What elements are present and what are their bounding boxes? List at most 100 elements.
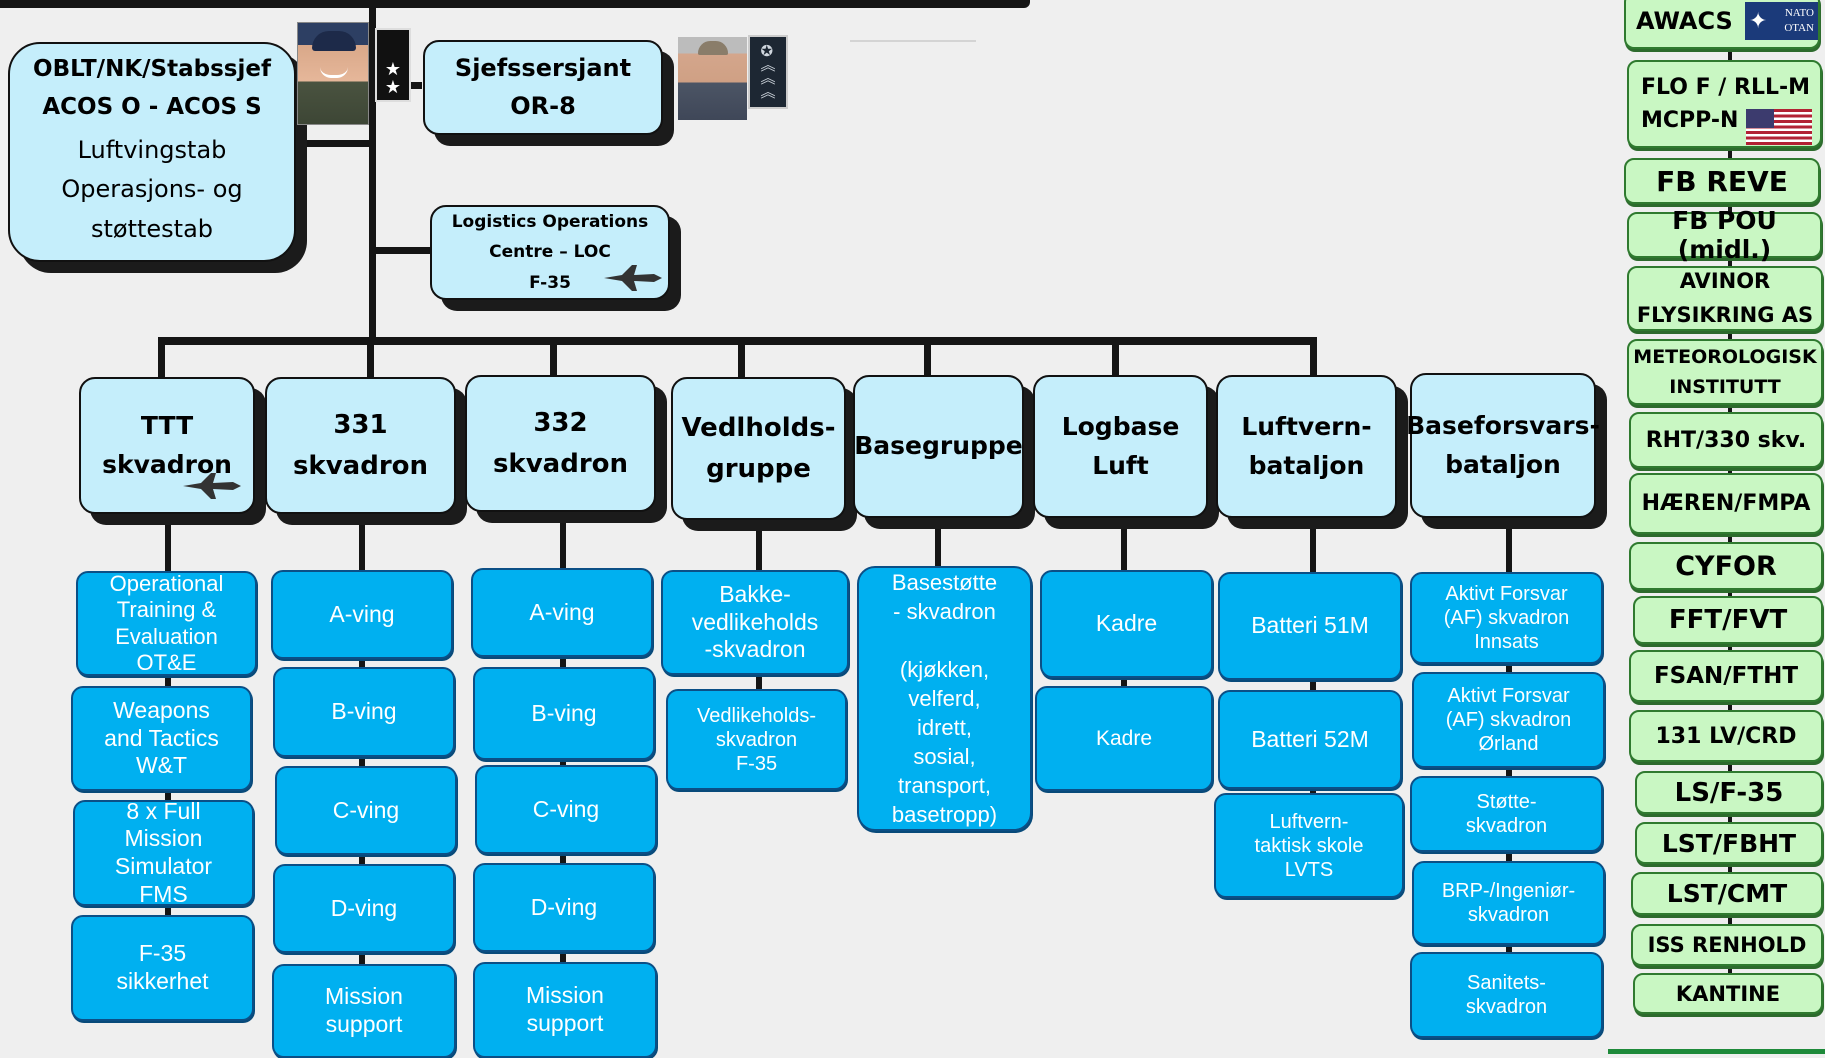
unit-box[interactable]: C-ving (475, 765, 657, 854)
unit-box[interactable]: D-ving (273, 864, 455, 953)
unit-label: Operational Training & Evaluation OT&E (109, 571, 224, 675)
unit-box[interactable]: A-ving (271, 570, 453, 659)
top-bar (0, 0, 1030, 8)
unit-box[interactable]: BRP-/Ingeniør- skvadron (1412, 861, 1605, 945)
unit-box[interactable]: Luftvern- taktisk skole LVTS (1214, 793, 1404, 898)
squadron-basegruppe[interactable]: Basegruppe (853, 375, 1024, 518)
unit-box[interactable]: A-ving (471, 568, 653, 657)
sidebar-item[interactable]: FFT/FVT (1633, 596, 1823, 644)
officer-photo (297, 22, 369, 125)
unit-box[interactable]: B-ving (473, 667, 655, 760)
sidebar-item[interactable]: LS/F-35 (1635, 771, 1823, 814)
unit-label: Aktivt Forsvar (AF) skvadron Innsats (1443, 583, 1570, 653)
sidebar-item[interactable]: FB POU (midl.) (1627, 206, 1822, 264)
squadron-logbase[interactable]: Logbase Luft (1033, 375, 1208, 518)
loc-connector (372, 247, 432, 254)
sidebar-item[interactable]: 131 LV/CRD (1629, 710, 1823, 762)
squadron-332[interactable]: 332 skvadron (465, 375, 656, 512)
unit-label: Sanitets- skvadron (1465, 972, 1548, 1018)
chief-subtitle: ACOS O - ACOS S (42, 93, 262, 120)
unit-box[interactable]: C-ving (275, 766, 457, 855)
unit-label: Støtte- skvadron (1465, 791, 1548, 837)
sidebar-item[interactable]: RHT/330 skv. (1629, 412, 1823, 468)
unit-label: D-ving (330, 894, 398, 921)
unit-box[interactable]: Operational Training & Evaluation OT&E (76, 571, 257, 676)
unit-label: Mission support (526, 982, 604, 1036)
sidebar-item[interactable]: METEOROLOGISK INSTITUTT (1627, 339, 1823, 405)
unit-box[interactable]: Sanitets- skvadron (1410, 952, 1603, 1038)
rank-insignia: ★★ (375, 28, 411, 102)
squadron-bus (158, 337, 1316, 345)
sidebar-label: ISS RENHOLD (1647, 933, 1807, 957)
unit-box[interactable]: Støtte- skvadron (1410, 776, 1603, 852)
unit-box[interactable]: B-ving (273, 667, 455, 757)
unit-label: A-ving (529, 598, 595, 625)
unit-box[interactable]: D-ving (473, 863, 655, 952)
sidebar-item[interactable]: CYFOR (1629, 542, 1823, 590)
unit-box[interactable]: Batteri 52M (1218, 690, 1402, 789)
drop-2 (367, 337, 374, 377)
unit-box[interactable]: F-35 sikkerhet (71, 915, 254, 1021)
unit-label: Bakke- vedlikeholds -skvadron (691, 581, 819, 663)
unit-box[interactable]: 8 x Full Mission Simulator FMS (73, 800, 254, 906)
sidebar-label: CYFOR (1675, 550, 1777, 582)
unit-box[interactable]: Kadre (1035, 686, 1213, 791)
sidebar-item[interactable]: FSAN/FTHT (1629, 650, 1823, 702)
sidebar-label: FB REVE (1656, 164, 1788, 198)
unit-label: D-ving (530, 893, 598, 920)
squadron-ttt-label: TTT skvadron (102, 410, 232, 479)
unit-label: Vedlikeholds- skvadron F-35 (697, 704, 816, 775)
us-flag-icon (1746, 109, 1812, 145)
unit-label: 8 x Full Mission Simulator FMS (114, 800, 213, 906)
unit-label: Batteri 52M (1251, 725, 1369, 752)
drop-7 (1310, 337, 1317, 377)
unit-box[interactable]: Aktivt Forsvar (AF) skvadron Innsats (1410, 572, 1603, 664)
sidebar-label: FB POU (midl.) (1672, 206, 1777, 264)
squadron-baseforsvars[interactable]: Baseforsvars- bataljon (1406, 373, 1600, 518)
sidebar-label: FLO F / RLL-M MCPP-N (1641, 75, 1811, 133)
unit-box[interactable]: Weapons and Tactics W&T (71, 686, 252, 791)
sidebar-item-flo[interactable]: FLO F / RLL-M MCPP-N (1627, 60, 1822, 148)
sidebar-item[interactable]: LST/CMT (1631, 872, 1823, 915)
unit-box[interactable]: Kadre (1040, 570, 1213, 678)
col-line-5 (935, 525, 941, 575)
unit-box[interactable]: Bakke- vedlikeholds -skvadron (661, 570, 849, 675)
sidebar-label: HÆREN/FMPA (1641, 491, 1811, 516)
unit-label: F-35 sikkerhet (116, 940, 209, 994)
unit-label: Basestøtte - skvadron (kjøkken, velferd,… (891, 569, 998, 828)
sergeant-photo (678, 37, 747, 120)
drop-4 (738, 337, 745, 377)
main-trunk (369, 0, 376, 345)
loc-box[interactable]: Logistics Operations Centre – LOC F-35 (430, 205, 670, 300)
unit-label: C-ving (532, 795, 600, 822)
sergeant-box[interactable]: Sjefssersjant OR-8 (423, 40, 663, 135)
sidebar-item[interactable]: KANTINE (1633, 973, 1823, 1014)
chief-connector (300, 140, 372, 147)
sidebar-item[interactable]: FB REVE (1624, 158, 1820, 204)
unit-label: A-ving (329, 600, 395, 627)
unit-box[interactable]: Batteri 51M (1218, 572, 1402, 680)
f35-aircraft-icon (604, 265, 662, 291)
nato-text: NATO (1784, 7, 1814, 20)
unit-box[interactable]: Aktivt Forsvar (AF) skvadron Ørland (1412, 672, 1605, 768)
chief-box[interactable]: OBLT/NK/Stabssjef ACOS O - ACOS S Luftvi… (8, 42, 296, 262)
unit-box[interactable]: Mission support (473, 962, 657, 1058)
drop-1 (158, 337, 165, 379)
unit-box[interactable]: Vedlikeholds- skvadron F-35 (666, 689, 847, 790)
sidebar-item[interactable]: ISS RENHOLD (1631, 924, 1823, 966)
unit-label: Luftvern- taktisk skole LVTS (1254, 810, 1364, 881)
sidebar-item[interactable]: LST/FBHT (1635, 822, 1823, 864)
squadron-ttt[interactable]: TTT skvadron (79, 377, 255, 514)
sidebar-label: AWACS (1636, 6, 1733, 35)
unit-label: B-ving (331, 698, 397, 725)
sidebar-item[interactable]: AVINOR FLYSIKRING AS (1627, 266, 1823, 331)
unit-box[interactable]: Mission support (272, 964, 456, 1058)
sidebar-item[interactable]: HÆREN/FMPA (1629, 473, 1823, 534)
squadron-luftvern[interactable]: Luftvern- bataljon (1216, 375, 1397, 518)
unit-label: B-ving (531, 699, 597, 726)
unit-label: Weapons and Tactics W&T (104, 697, 219, 779)
unit-box[interactable]: Basestøtte - skvadron (kjøkken, velferd,… (857, 566, 1032, 831)
squadron-vedlholds[interactable]: Vedlholds- gruppe (671, 377, 846, 520)
squadron-331[interactable]: 331 skvadron (265, 377, 456, 514)
